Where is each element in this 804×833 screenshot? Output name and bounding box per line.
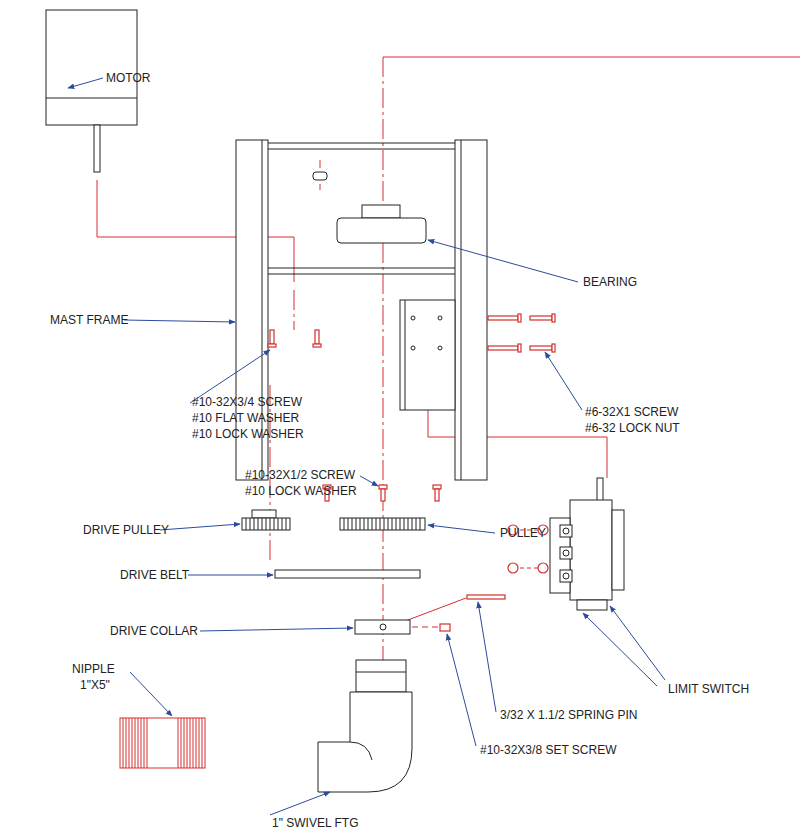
part-label: LIMIT SWITCH	[668, 681, 749, 697]
part-label: 3/32 X 1.1/2 SPRING PIN	[500, 707, 637, 723]
part-label: DRIVE PULLEY	[83, 522, 169, 538]
part-label: 1" SWIVEL FTG	[272, 815, 359, 831]
part-label: 1"X5"	[80, 677, 110, 693]
part-label: #10-32X3/8 SET SCREW	[480, 742, 617, 758]
part-label: DRIVE COLLAR	[110, 623, 198, 639]
part-label: MOTOR	[106, 70, 150, 86]
part-label: #10-32X1/2 SCREW	[245, 467, 355, 483]
part-label: #6-32X1 SCREW	[585, 404, 678, 420]
part-label: BEARING	[583, 274, 637, 290]
part-label: DRIVE BELT	[120, 567, 189, 583]
part-label: #10 FLAT WASHER	[192, 410, 299, 426]
part-label: #10-32X3/4 SCREW	[192, 394, 302, 410]
part-label: PULLEY	[500, 525, 546, 541]
part-label: #10 LOCK WASHER	[245, 483, 357, 499]
part-label: #10 LOCK WASHER	[192, 426, 304, 442]
part-label: MAST FRAME	[50, 312, 128, 328]
part-label: #6-32 LOCK NUT	[585, 420, 680, 436]
part-label: NIPPLE	[72, 661, 115, 677]
